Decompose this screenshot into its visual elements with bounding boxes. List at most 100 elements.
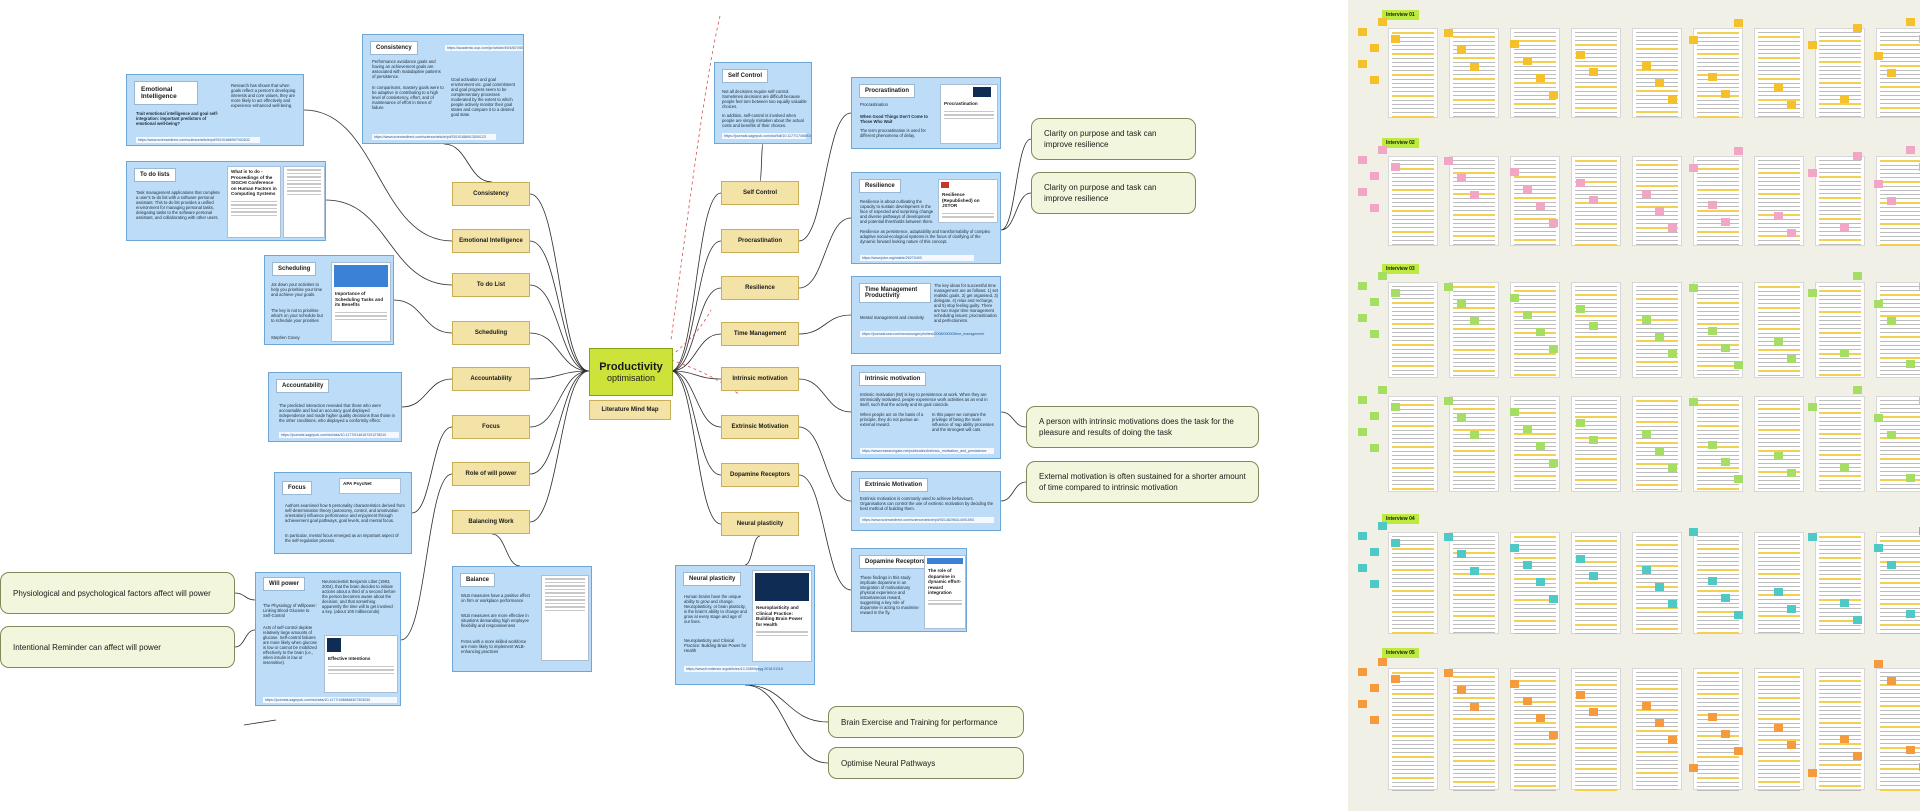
sticky-note[interactable] — [1370, 44, 1379, 52]
transcript-page[interactable] — [1632, 28, 1682, 118]
sticky-note[interactable] — [1444, 29, 1453, 37]
insight-intrinsic[interactable]: A person with intrinsic motivations does… — [1026, 406, 1259, 448]
card-time-management[interactable]: Time Management Productivity Mental mana… — [851, 276, 1001, 354]
sticky-note[interactable] — [1358, 156, 1367, 164]
sticky-note[interactable] — [1734, 19, 1743, 27]
sticky-note[interactable] — [1721, 458, 1730, 466]
sticky-note[interactable] — [1370, 548, 1379, 556]
transcript-page[interactable] — [1388, 282, 1438, 378]
transcript-page[interactable] — [1632, 396, 1682, 492]
sticky-note[interactable] — [1358, 314, 1367, 322]
sticky-note[interactable] — [1589, 68, 1598, 76]
interview-label[interactable]: Interview 01 — [1382, 10, 1419, 20]
sticky-note[interactable] — [1576, 555, 1585, 563]
sticky-note[interactable] — [1470, 703, 1479, 711]
sticky-note[interactable] — [1840, 349, 1849, 357]
topic-self-control[interactable]: Self Control — [721, 181, 799, 205]
sticky-note[interactable] — [1370, 684, 1379, 692]
topic-balancing-work[interactable]: Balancing Work — [452, 510, 530, 534]
sticky-note[interactable] — [1708, 73, 1717, 81]
transcript-page[interactable] — [1754, 28, 1804, 118]
article-thumbnail[interactable]: Importance of Scheduling Tasks and its B… — [331, 262, 391, 342]
card-procrastination[interactable]: Procrastination Procrastination When Goo… — [851, 77, 1001, 149]
topic-extrinsic-motivation[interactable]: Extrinsic Motivation — [721, 415, 799, 439]
card-scheduling[interactable]: Scheduling Jot down your activities to h… — [264, 255, 394, 345]
paper-thumbnail[interactable] — [541, 575, 589, 661]
sticky-note[interactable] — [1391, 289, 1400, 297]
card-to-do-lists[interactable]: To do lists Task management applications… — [126, 161, 326, 241]
sticky-note[interactable] — [1774, 588, 1783, 596]
sticky-note[interactable] — [1655, 583, 1664, 591]
sticky-note[interactable] — [1444, 669, 1453, 677]
sticky-note[interactable] — [1523, 425, 1532, 433]
card-link[interactable]: https://academic.oup.com/jcr/article/49/… — [445, 45, 524, 51]
transcript-page[interactable] — [1388, 396, 1438, 492]
sticky-note[interactable] — [1536, 328, 1545, 336]
sticky-note[interactable] — [1358, 700, 1367, 708]
card-link[interactable]: https://www.sciencedirect.com/science/ar… — [372, 134, 496, 140]
sticky-note[interactable] — [1840, 223, 1849, 231]
sticky-note[interactable] — [1787, 741, 1796, 749]
sticky-note[interactable] — [1721, 218, 1730, 226]
sticky-note[interactable] — [1840, 735, 1849, 743]
sticky-note[interactable] — [1589, 322, 1598, 330]
sticky-note[interactable] — [1536, 74, 1545, 82]
sticky-note[interactable] — [1457, 550, 1466, 558]
sticky-note[interactable] — [1734, 475, 1743, 483]
sticky-note[interactable] — [1510, 168, 1519, 176]
sticky-note[interactable] — [1721, 730, 1730, 738]
card-extrinsic-motivation[interactable]: Extrinsic Motivation Extrinsic motivatio… — [851, 471, 1001, 531]
sticky-note[interactable] — [1708, 713, 1717, 721]
sticky-note[interactable] — [1668, 600, 1677, 608]
topic-neural-plasticity[interactable]: Neural plasticity — [721, 512, 799, 536]
sticky-note[interactable] — [1510, 544, 1519, 552]
article-thumbnail[interactable]: Procrastination — [940, 84, 998, 144]
sticky-note[interactable] — [1689, 398, 1698, 406]
sticky-note[interactable] — [1576, 51, 1585, 59]
card-link[interactable]: https://journals.lww.com/neurosurgery/fu… — [860, 331, 985, 337]
sticky-note[interactable] — [1906, 146, 1915, 154]
sticky-note[interactable] — [1358, 564, 1367, 572]
sticky-note[interactable] — [1655, 719, 1664, 727]
sticky-note[interactable] — [1655, 447, 1664, 455]
article-thumbnail[interactable]: Resilience (Republished) on JSTOR — [938, 179, 998, 223]
sticky-note[interactable] — [1444, 283, 1453, 291]
sticky-note[interactable] — [1774, 338, 1783, 346]
sticky-note[interactable] — [1549, 595, 1558, 603]
article-thumbnail[interactable]: Effective Intentions — [324, 635, 398, 693]
sticky-note[interactable] — [1370, 76, 1379, 84]
sticky-note[interactable] — [1642, 430, 1651, 438]
transcript-page[interactable] — [1449, 396, 1499, 492]
sticky-note[interactable] — [1853, 386, 1862, 394]
sticky-note[interactable] — [1787, 469, 1796, 477]
sticky-note[interactable] — [1708, 577, 1717, 585]
transcript-page[interactable] — [1571, 668, 1621, 791]
card-link[interactable]: https://journals.sagepub.com/doi/abs/10.… — [279, 432, 399, 438]
sticky-note[interactable] — [1523, 561, 1532, 569]
sticky-note[interactable] — [1734, 147, 1743, 155]
sticky-note[interactable] — [1642, 190, 1651, 198]
sticky-note[interactable] — [1523, 311, 1532, 319]
card-self-control[interactable]: Self Control Not all decisions require s… — [714, 62, 812, 144]
sticky-note[interactable] — [1689, 764, 1698, 772]
transcript-page[interactable] — [1632, 282, 1682, 378]
sticky-note[interactable] — [1378, 658, 1387, 666]
sticky-note[interactable] — [1358, 396, 1367, 404]
topic-resilience[interactable]: Resilience — [721, 276, 799, 300]
sticky-note[interactable] — [1734, 611, 1743, 619]
sticky-note[interactable] — [1887, 317, 1896, 325]
sticky-note[interactable] — [1510, 680, 1519, 688]
sticky-note[interactable] — [1523, 185, 1532, 193]
sticky-note[interactable] — [1874, 300, 1883, 308]
sticky-note[interactable] — [1721, 90, 1730, 98]
sticky-note[interactable] — [1470, 431, 1479, 439]
transcript-page[interactable] — [1754, 396, 1804, 492]
sticky-note[interactable] — [1444, 533, 1453, 541]
transcript-page[interactable] — [1693, 156, 1743, 246]
sticky-note[interactable] — [1510, 40, 1519, 48]
transcript-page[interactable] — [1876, 668, 1920, 791]
card-resilience[interactable]: Resilience Resilience (Republished) on J… — [851, 172, 1001, 264]
sticky-note[interactable] — [1457, 686, 1466, 694]
card-link[interactable]: https://journals.sagepub.com/doi/abs/10.… — [263, 697, 397, 703]
transcript-page[interactable] — [1693, 668, 1743, 791]
